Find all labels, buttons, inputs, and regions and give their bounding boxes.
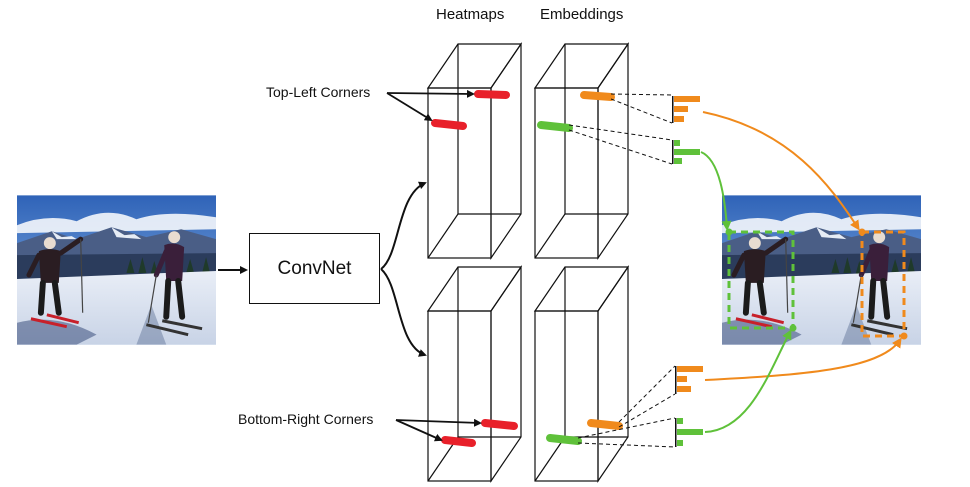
- embedding-vector-orange-top: [672, 96, 700, 123]
- branch-arrow-bottom: [380, 268, 427, 357]
- label-arrow-tl-2: [386, 92, 433, 122]
- embed-mark-orange-top: [580, 91, 615, 101]
- projection-lines-bottom: [577, 365, 676, 448]
- embeddings-header: Embeddings: [540, 6, 624, 23]
- embed-mark-green-bottom: [546, 434, 582, 445]
- orange-curve-bottom: [704, 337, 902, 381]
- convnet-label: ConvNet: [277, 257, 352, 279]
- heatmaps-header: Heatmaps: [436, 6, 505, 23]
- heatmap-box-bottom: [426, 265, 523, 483]
- embedding-vector-orange-bottom: [675, 366, 703, 394]
- heatmap-mark-top-1: [474, 90, 510, 99]
- orange-detection-box: [860, 230, 906, 338]
- bottom-right-corners-label: Bottom-Right Corners: [238, 411, 374, 427]
- heatmap-box-top: [426, 42, 523, 260]
- embedding-box-bottom: [533, 265, 630, 483]
- embedding-vector-green-top: [672, 140, 700, 164]
- green-curve-top: [700, 151, 732, 231]
- label-arrow-br-1: [395, 418, 482, 427]
- green-curve-bottom: [704, 329, 792, 433]
- embedding-box-top: [533, 42, 630, 260]
- input-image: [17, 195, 216, 344]
- heatmap-mark-bottom-2: [441, 436, 476, 447]
- output-image: [722, 195, 921, 344]
- orange-curve-top: [702, 111, 860, 231]
- heatmap-mark-bottom-1: [481, 419, 518, 430]
- green-detection-box: [727, 230, 795, 330]
- embedding-vector-green-bottom: [675, 418, 703, 447]
- label-arrow-br-2: [395, 419, 443, 442]
- top-left-corners-label: Top-Left Corners: [266, 84, 371, 100]
- label-arrow-tl-1: [386, 89, 475, 98]
- branch-arrow-top: [380, 181, 427, 270]
- heatmap-mark-top-2: [431, 119, 467, 130]
- embed-mark-orange-bottom: [587, 419, 623, 430]
- convnet-box: ConvNet: [249, 233, 380, 304]
- projection-lines-top: [568, 93, 673, 165]
- embed-mark-green-top: [537, 121, 573, 132]
